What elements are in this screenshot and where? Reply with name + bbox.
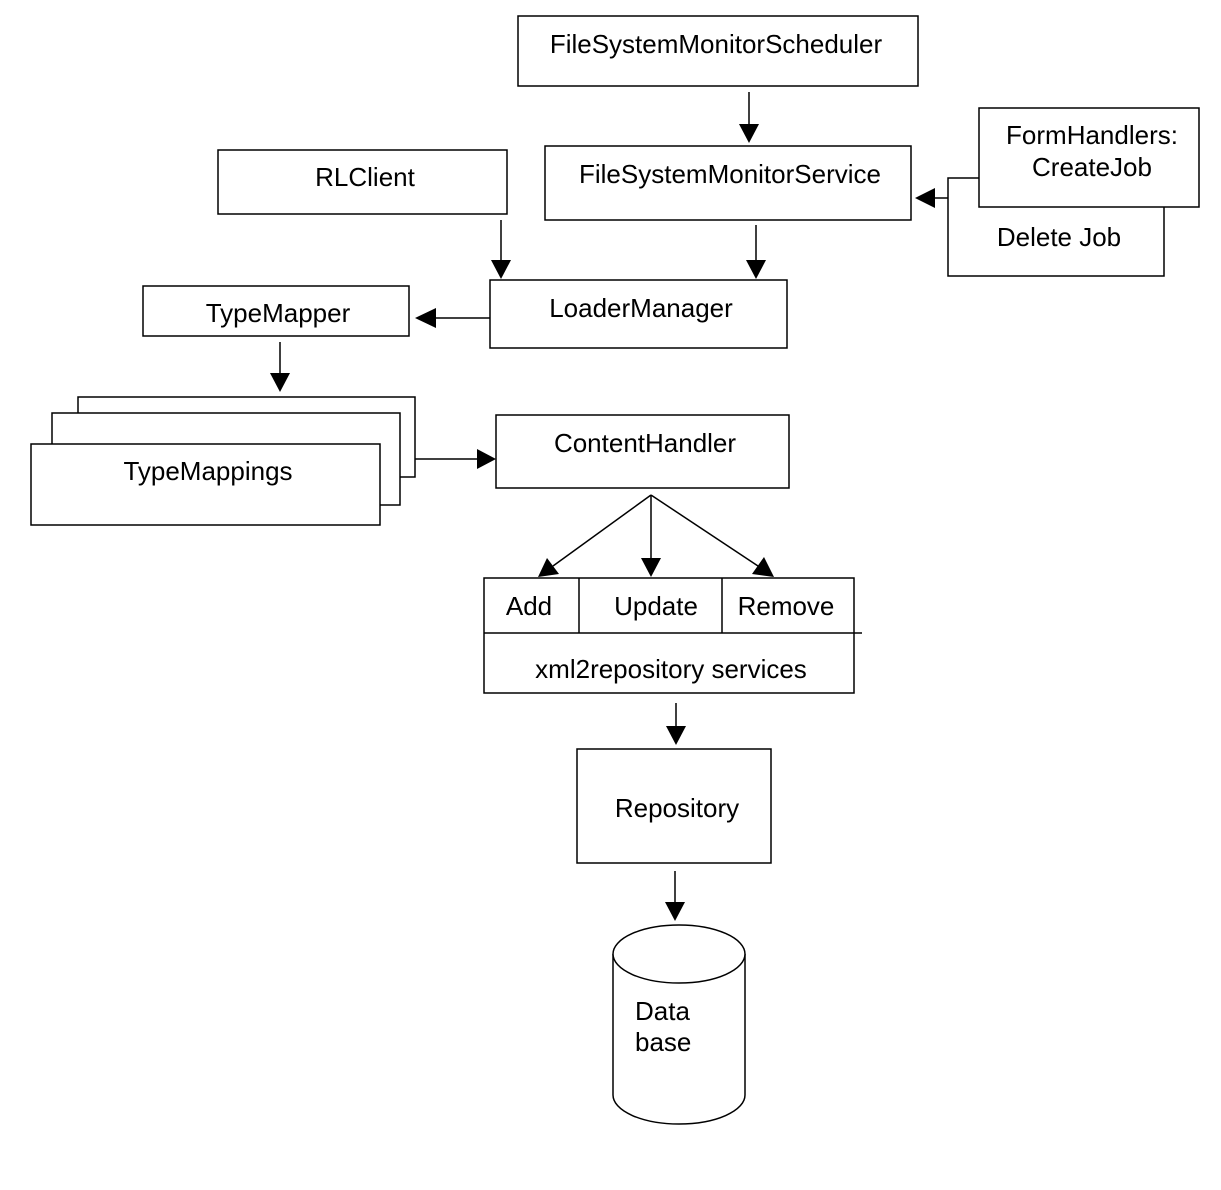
edge-xml2repository-to-repository xyxy=(666,703,686,745)
edge-formhandlers-to-service xyxy=(915,188,948,208)
type-mappings-label: TypeMappings xyxy=(123,456,292,486)
database-top xyxy=(612,924,746,984)
node-scheduler: FileSystemMonitorScheduler xyxy=(517,15,919,87)
edge-contenthandler-to-update xyxy=(641,495,661,577)
node-rl-client: RLClient xyxy=(217,149,508,215)
node-database: Data base xyxy=(612,924,746,1125)
database-label-line1: Data xyxy=(635,996,690,1026)
edge-loader-to-typemapper xyxy=(415,308,490,328)
node-form-handlers: FormHandlers: CreateJob xyxy=(978,107,1200,208)
rl-client-label: RLClient xyxy=(315,162,415,192)
content-handler-label: ContentHandler xyxy=(554,428,736,458)
remove-label: Remove xyxy=(738,591,835,621)
repository-label: Repository xyxy=(615,793,739,823)
edge-repository-to-database xyxy=(665,871,685,921)
node-repository: Repository xyxy=(576,748,772,864)
node-type-mappings: TypeMappings xyxy=(30,396,416,526)
database-label-line2: base xyxy=(635,1027,691,1057)
edge-scheduler-to-service xyxy=(739,92,759,143)
scheduler-label: FileSystemMonitorScheduler xyxy=(550,29,883,59)
update-label: Update xyxy=(614,591,698,621)
delete-job-label: Delete Job xyxy=(997,222,1121,252)
node-monitor-service: FileSystemMonitorService xyxy=(544,145,912,221)
edge-typemapper-to-typemappings xyxy=(270,342,290,392)
add-label: Add xyxy=(506,591,552,621)
type-mappings-front-sheet xyxy=(30,443,381,526)
edge-service-to-loader xyxy=(746,225,766,279)
node-loader-manager: LoaderManager xyxy=(489,279,788,349)
loader-manager-label: LoaderManager xyxy=(549,293,733,323)
node-type-mapper: TypeMapper xyxy=(142,285,410,337)
form-handlers-label-line1: FormHandlers: xyxy=(1006,120,1178,150)
type-mapper-label: TypeMapper xyxy=(206,298,351,328)
node-content-handler: ContentHandler xyxy=(495,414,790,489)
edge-typemappings-to-contenthandler xyxy=(415,449,496,469)
form-handlers-label-line2: CreateJob xyxy=(1032,152,1152,182)
edge-rlclient-to-loader xyxy=(491,220,511,279)
edge-contenthandler-to-remove xyxy=(650,494,774,577)
edge-contenthandler-to-add xyxy=(538,494,652,577)
xml2repository-label: xml2repository services xyxy=(535,654,807,684)
database-body xyxy=(612,954,746,1125)
node-xml2repository: Add Update Remove xml2repository service… xyxy=(483,577,862,694)
monitor-service-label: FileSystemMonitorService xyxy=(579,159,881,189)
